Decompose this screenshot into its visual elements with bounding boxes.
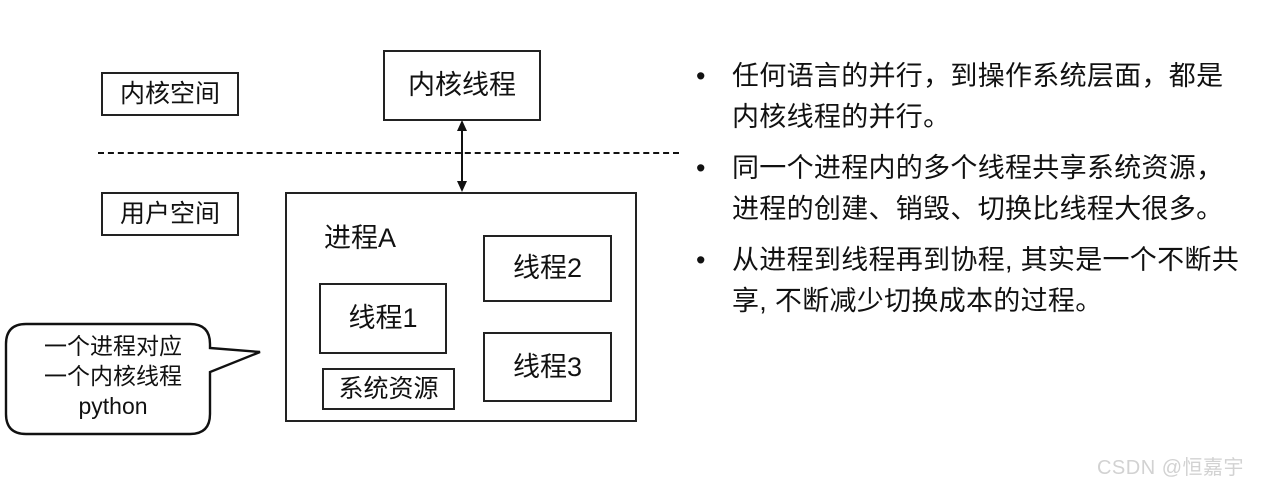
callout-text: 一个进程对应 一个内核线程 python — [10, 332, 216, 422]
process-a-label: 进程A — [324, 223, 397, 253]
user-space-label: 用户空间 — [119, 199, 220, 228]
user-space-label-box: 用户空间 — [101, 192, 239, 236]
system-resource-box: 系统资源 — [322, 368, 455, 410]
callout-line-2: 一个内核线程 — [44, 362, 182, 389]
bullet-icon: • — [696, 61, 706, 91]
list-item: • 任何语言的并行，到操作系统层面，都是内核线程的并行。 — [690, 56, 1250, 138]
thread-2-box: 线程2 — [483, 235, 612, 302]
list-item-text: 任何语言的并行，到操作系统层面，都是内核线程的并行。 — [732, 61, 1224, 133]
kernel-thread-box: 内核线程 — [383, 50, 541, 121]
double-arrow-icon — [455, 120, 469, 192]
list-item: • 从进程到线程再到协程, 其实是一个不断共享, 不断减少切换成本的过程。 — [690, 240, 1250, 322]
thread-2-label: 线程2 — [512, 253, 583, 283]
thread-3-label: 线程3 — [512, 351, 583, 382]
callout-line-1: 一个进程对应 — [44, 333, 182, 359]
kernel-space-label-box: 内核空间 — [101, 72, 239, 116]
callout-line-3: python — [78, 392, 148, 419]
process-a-box: 线程1 系统资源 线程2 线程3 — [285, 192, 637, 422]
kernel-space-label: 内核空间 — [119, 79, 220, 108]
bullet-icon: • — [696, 153, 706, 184]
bullet-icon: • — [696, 245, 706, 276]
list-item: • 同一个进程内的多个线程共享系统资源，进程的创建、销毁、切换比线程大很多。 — [690, 148, 1250, 230]
system-resource-label: 系统资源 — [338, 374, 439, 403]
thread-1-label: 线程1 — [348, 303, 418, 333]
list-item-text: 同一个进程内的多个线程共享系统资源，进程的创建、销毁、切换比线程大很多。 — [732, 153, 1224, 225]
notes-list: • 任何语言的并行，到操作系统层面，都是内核线程的并行。 • 同一个进程内的多个… — [690, 56, 1250, 332]
list-item-text: 从进程到线程再到协程, 其实是一个不断共享, 不断减少切换成本的过程。 — [732, 245, 1240, 317]
kernel-thread-label: 内核线程 — [408, 70, 516, 100]
kernel-user-space-divider — [98, 152, 679, 154]
thread-3-box: 线程3 — [483, 332, 612, 402]
thread-1-box: 线程1 — [319, 283, 447, 354]
process-callout: 一个进程对应 一个内核线程 python — [4, 322, 266, 436]
watermark: CSDN @恒嘉宇 — [1096, 457, 1244, 479]
